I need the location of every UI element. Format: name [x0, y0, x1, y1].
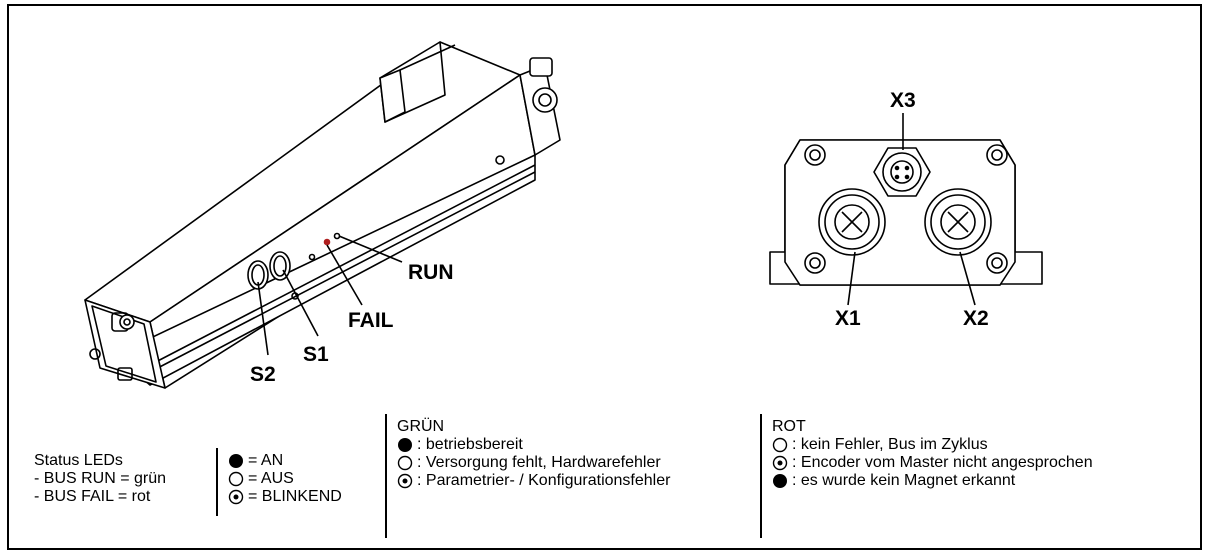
status-legend: Status LEDs - BUS RUN = grün - BUS FAIL … [34, 452, 166, 506]
red-blink-label: : Encoder vom Master nicht angesprochen [792, 454, 1093, 471]
divider [216, 448, 218, 516]
state-blink-label: = BLINKEND [248, 488, 342, 505]
green-blink-label: : Parametrier- / Konfigurationsfehler [417, 472, 671, 489]
state-off-label: = AUS [248, 470, 294, 487]
red-off-label: : kein Fehler, Bus im Zyklus [792, 436, 988, 453]
green-title: GRÜN [397, 418, 445, 435]
filled-circle-icon [397, 437, 413, 453]
red-title: ROT [772, 418, 806, 435]
red-on-label: : es wurde kein Magnet erkannt [792, 472, 1016, 489]
bus-run-line: - BUS RUN = grün [34, 470, 167, 487]
empty-circle-icon [228, 471, 244, 487]
dotted-circle-icon [228, 489, 244, 505]
state-legend: = AN = AUS = BLINKEND [228, 452, 342, 506]
x2-label: X2 [963, 307, 989, 330]
green-on-label: : betriebsbereit [417, 436, 523, 453]
filled-circle-icon [772, 473, 788, 489]
red-legend: ROT : kein Fehler, Bus im Zyklus : Encod… [772, 418, 1093, 490]
s1-label: S1 [303, 343, 329, 366]
divider [385, 414, 387, 538]
figure-frame [7, 4, 1202, 550]
green-off-label: : Versorgung fehlt, Hardwarefehler [417, 454, 661, 471]
state-on-label: = AN [248, 452, 284, 469]
empty-circle-icon [397, 455, 413, 471]
linear-sensor-body [84, 41, 561, 389]
dotted-circle-icon [397, 473, 413, 489]
bus-fail-line: - BUS FAIL = rot [34, 488, 151, 505]
connector-housing [769, 113, 1043, 306]
empty-circle-icon [772, 437, 788, 453]
filled-circle-icon [228, 453, 244, 469]
divider [760, 414, 762, 538]
dotted-circle-icon [772, 455, 788, 471]
status-title: Status LEDs [34, 452, 123, 469]
green-legend: GRÜN : betriebsbereit : Versorgung fehlt… [397, 418, 670, 490]
x1-label: X1 [835, 307, 861, 330]
fail-label: FAIL [348, 309, 394, 332]
run-label: RUN [408, 261, 454, 284]
x3-label: X3 [890, 89, 916, 112]
s2-label: S2 [250, 363, 276, 386]
